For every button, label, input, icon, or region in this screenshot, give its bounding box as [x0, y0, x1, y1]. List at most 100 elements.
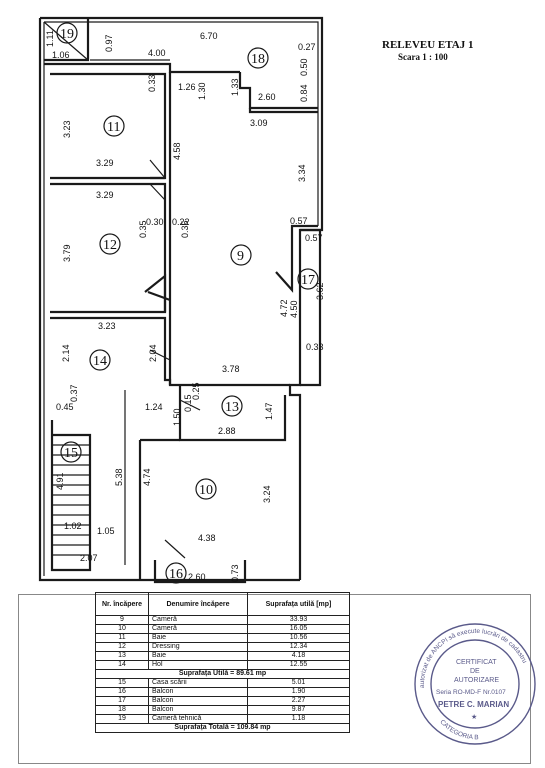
room-16-label: 16 — [169, 567, 183, 582]
svg-text:0.22: 0.22 — [172, 217, 190, 227]
cell-area: 12.34 — [247, 642, 350, 652]
svg-text:0.37: 0.37 — [69, 384, 79, 402]
cell-nr: 12 — [95, 642, 149, 652]
stairs-15 — [50, 390, 126, 572]
room-19-label: 19 — [60, 27, 74, 42]
svg-text:4.58: 4.58 — [172, 142, 182, 160]
svg-text:0.97: 0.97 — [104, 34, 114, 52]
rooms-table: Nr. încăpere Denumire încăpere Suprafața… — [95, 592, 350, 733]
svg-text:0.35: 0.35 — [138, 220, 148, 238]
cell-area: 12.55 — [247, 660, 350, 670]
room-labels: 19 18 11 12 9 17 14 13 15 10 16 — [56, 22, 319, 584]
stamp-star-icon: ★ — [471, 713, 477, 721]
cell-nr: 18 — [95, 705, 149, 715]
svg-text:1.06: 1.06 — [52, 50, 70, 60]
svg-text:3.23: 3.23 — [98, 321, 116, 331]
svg-text:3.23: 3.23 — [62, 120, 72, 138]
svg-text:3.24: 3.24 — [262, 485, 272, 503]
cell-name: Balcon — [148, 696, 248, 706]
wall-balcony-17 — [300, 228, 322, 387]
cell-name: Balcon — [148, 705, 248, 715]
room-18-label: 18 — [251, 52, 265, 67]
room-15-label: 15 — [64, 446, 78, 461]
cell-area: 16.05 — [247, 624, 350, 634]
cell-name: Baie — [148, 633, 248, 643]
grand-total-row: Suprafața Totală = 109.84 mp — [95, 723, 350, 733]
svg-text:4.00: 4.00 — [148, 48, 166, 58]
cell-area: 1.18 — [247, 714, 350, 724]
svg-text:6.70: 6.70 — [200, 31, 218, 41]
util-total: Suprafața Utilă = 89.61 mp — [95, 669, 350, 679]
svg-text:0.57: 0.57 — [305, 233, 323, 243]
wall-room-12 — [50, 182, 167, 314]
room-9-label: 9 — [237, 249, 244, 264]
cell-name: Balcon — [148, 687, 248, 697]
svg-text:1.50: 1.50 — [172, 408, 182, 426]
svg-text:3.79: 3.79 — [62, 244, 72, 262]
room-12-label: 12 — [103, 238, 117, 253]
svg-text:0.45: 0.45 — [56, 402, 74, 412]
svg-text:3.09: 3.09 — [250, 118, 268, 128]
svg-text:0.73: 0.73 — [230, 564, 240, 582]
room-17-label: 17 — [301, 273, 315, 288]
outer-walls — [38, 16, 324, 582]
cell-name: Dressing — [148, 642, 248, 652]
cell-nr: 13 — [95, 651, 149, 661]
cell-area: 4.18 — [247, 651, 350, 661]
cell-nr: 19 — [95, 714, 149, 724]
svg-text:1.33: 1.33 — [230, 78, 240, 96]
svg-text:2.88: 2.88 — [218, 426, 236, 436]
cell-area: 9.87 — [247, 705, 350, 715]
wall-balcony-16 — [153, 560, 247, 584]
cell-name: Hol — [148, 660, 248, 670]
cell-nr: 17 — [95, 696, 149, 706]
col-header-nr: Nr. încăpere — [95, 592, 149, 616]
cell-nr: 15 — [95, 678, 149, 688]
stamp-line1: CERTIFICAT — [456, 659, 497, 666]
svg-text:2.04: 2.04 — [148, 344, 158, 362]
svg-text:5.38: 5.38 — [114, 468, 124, 486]
cell-area: 10.56 — [247, 633, 350, 643]
svg-text:3.62: 3.62 — [315, 282, 325, 300]
room-13-label: 13 — [225, 400, 239, 415]
room-11-label: 11 — [107, 120, 120, 135]
stamp-name: PETRE C. MARIAN — [438, 700, 509, 709]
col-header-area: Suprafața utilă [mp] — [247, 592, 350, 616]
stamp-ring-bottom: CATEGORIA B — [438, 719, 478, 742]
svg-text:1.24: 1.24 — [145, 402, 163, 412]
cell-nr: 14 — [95, 660, 149, 670]
grand-total: Suprafața Totală = 109.84 mp — [95, 723, 350, 733]
cell-area: 2.27 — [247, 696, 350, 706]
wall-row-top — [44, 62, 240, 74]
svg-text:3.34: 3.34 — [297, 164, 307, 182]
cell-nr: 9 — [95, 615, 149, 625]
dimension-labels: 1.11 1.06 0.97 6.70 4.00 0.27 0.50 0.84 … — [45, 30, 325, 582]
cell-nr: 16 — [95, 687, 149, 697]
stamp-series: Seria RO-MD-F Nr.0107 — [436, 689, 506, 696]
svg-text:0.57: 0.57 — [290, 216, 308, 226]
table-header-row: Nr. încăpere Denumire încăpere Suprafața… — [95, 592, 350, 616]
svg-text:0.25: 0.25 — [191, 382, 201, 400]
authorization-stamp: autorizat de ANCPI să execute lucrări de… — [414, 623, 536, 745]
stamp-line2: DE — [470, 668, 480, 675]
svg-text:1.02: 1.02 — [64, 521, 82, 531]
room-14-label: 14 — [93, 354, 107, 369]
cell-name: Casa scării — [148, 678, 248, 688]
svg-text:1.11: 1.11 — [45, 30, 55, 47]
svg-text:0.50: 0.50 — [299, 58, 309, 76]
svg-text:4.38: 4.38 — [198, 533, 216, 543]
svg-text:4.72: 4.72 — [279, 299, 289, 317]
cell-nr: 11 — [95, 633, 149, 643]
cell-name: Baie — [148, 651, 248, 661]
